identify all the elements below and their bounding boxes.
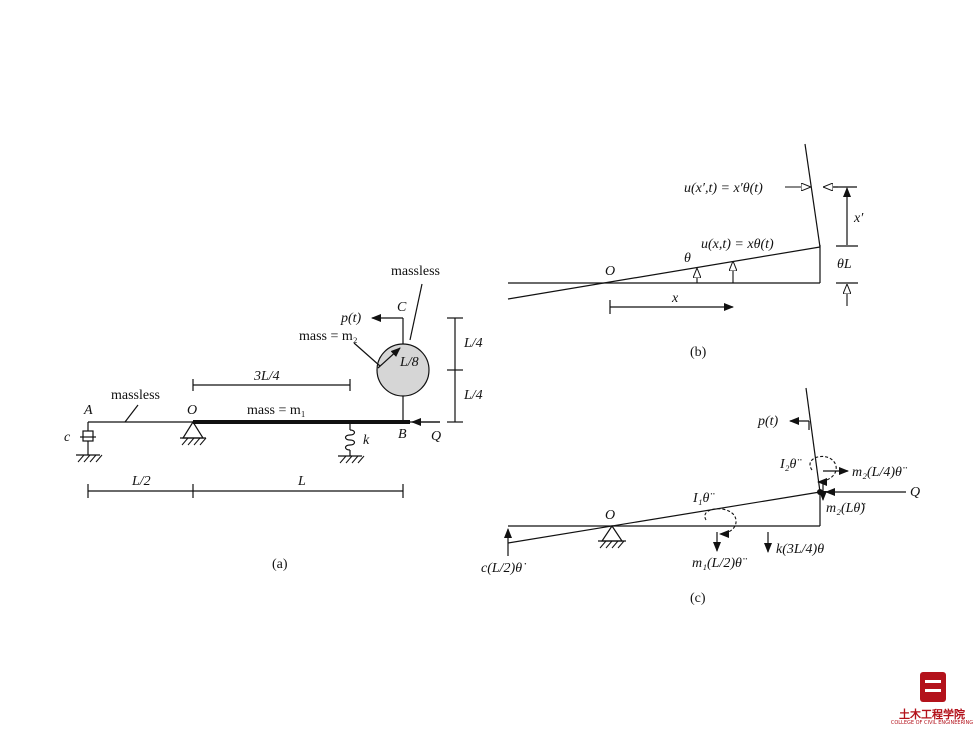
logo-english-name: COLLEGE OF CIVIL ENGINEERING bbox=[890, 720, 974, 726]
figure-a: A O B C c k p(t) Q massless massless mas… bbox=[64, 264, 483, 572]
rotated-rod bbox=[804, 143, 821, 248]
damper bbox=[76, 422, 103, 463]
label-load: p(t) bbox=[340, 311, 362, 326]
label-l4-top: L/4 bbox=[463, 336, 483, 351]
label-spring: k bbox=[363, 433, 370, 448]
label-c: C bbox=[397, 300, 407, 315]
joint-c bbox=[817, 489, 823, 495]
label-m2-l: m₂(Lθ̈) bbox=[826, 501, 866, 516]
label-axial: Q bbox=[431, 429, 441, 444]
label-damper: c bbox=[64, 430, 71, 445]
massless-leader-left bbox=[124, 404, 139, 423]
label-origin-b: O bbox=[605, 264, 615, 279]
label-l: L bbox=[297, 474, 306, 489]
caption-b: (b) bbox=[690, 345, 707, 360]
label-theta: θ bbox=[684, 251, 691, 266]
label-radius: L/8 bbox=[399, 355, 419, 370]
figure-c: O p(t) Q I₂θ̈ m₂(L/4)θ̈ I₁θ̈ m₂(Lθ̈) c(L… bbox=[481, 387, 920, 606]
radius-arrow bbox=[377, 347, 401, 369]
label-mass-disk: mass = m₂ bbox=[299, 329, 358, 344]
i1-moment bbox=[704, 508, 737, 538]
label-spring-force: k(3L/4)θ bbox=[776, 542, 824, 557]
label-massless-left: massless bbox=[111, 388, 160, 403]
label-x-prime: x′ bbox=[853, 211, 864, 226]
label-o: O bbox=[187, 403, 197, 418]
pin-support bbox=[180, 420, 207, 446]
label-l4-bottom: L/4 bbox=[463, 388, 483, 403]
i2-moment bbox=[809, 455, 837, 486]
label-x: x bbox=[671, 291, 679, 306]
label-i2: I₂θ̈ bbox=[779, 457, 802, 472]
rotated-rod-c bbox=[805, 387, 821, 493]
pin-support-c bbox=[598, 524, 626, 549]
mass-leader bbox=[353, 342, 381, 367]
label-massless-top: massless bbox=[391, 264, 440, 279]
label-b: B bbox=[398, 427, 407, 442]
label-l2: L/2 bbox=[131, 474, 151, 489]
logo-mark-icon bbox=[920, 672, 946, 702]
caption-c: (c) bbox=[690, 591, 706, 606]
label-u-top: u(x′,t) = x′θ(t) bbox=[684, 181, 763, 196]
dim-bottom bbox=[87, 484, 404, 498]
label-m1-force: m₁(L/2)θ̈ bbox=[692, 556, 748, 571]
rotated-beam-c bbox=[507, 491, 821, 544]
figure-b: u(x′,t) = x′θ(t) u(x,t) = xθ(t) θ O x x′… bbox=[507, 143, 864, 360]
label-3l4: 3L/4 bbox=[253, 369, 280, 384]
dim-3l4 bbox=[192, 379, 351, 391]
spring bbox=[338, 422, 365, 464]
disk-m2 bbox=[376, 343, 430, 397]
logo-name: 土木工程学院 bbox=[899, 708, 965, 721]
caption-a: (a) bbox=[272, 557, 288, 572]
college-logo: 土木工程学院 COLLEGE OF CIVIL ENGINEERING bbox=[890, 672, 974, 728]
label-axial-c: Q bbox=[910, 485, 920, 500]
massless-leader-top bbox=[409, 283, 423, 341]
dim-vertical bbox=[447, 317, 463, 423]
label-theta-l: θL bbox=[837, 257, 852, 272]
label-i1: I₁θ̈ bbox=[692, 491, 715, 506]
label-a: A bbox=[83, 403, 93, 418]
label-origin-c: O bbox=[605, 508, 615, 523]
rotated-beam bbox=[507, 246, 821, 300]
label-u-mid: u(x,t) = xθ(t) bbox=[701, 237, 774, 252]
label-mass-beam: mass = m₁ bbox=[247, 403, 306, 418]
label-load-c: p(t) bbox=[757, 414, 779, 429]
label-damper-force: c(L/2)θ̇ bbox=[481, 561, 526, 576]
label-m2-l4: m₂(L/4)θ̈ bbox=[852, 465, 908, 480]
